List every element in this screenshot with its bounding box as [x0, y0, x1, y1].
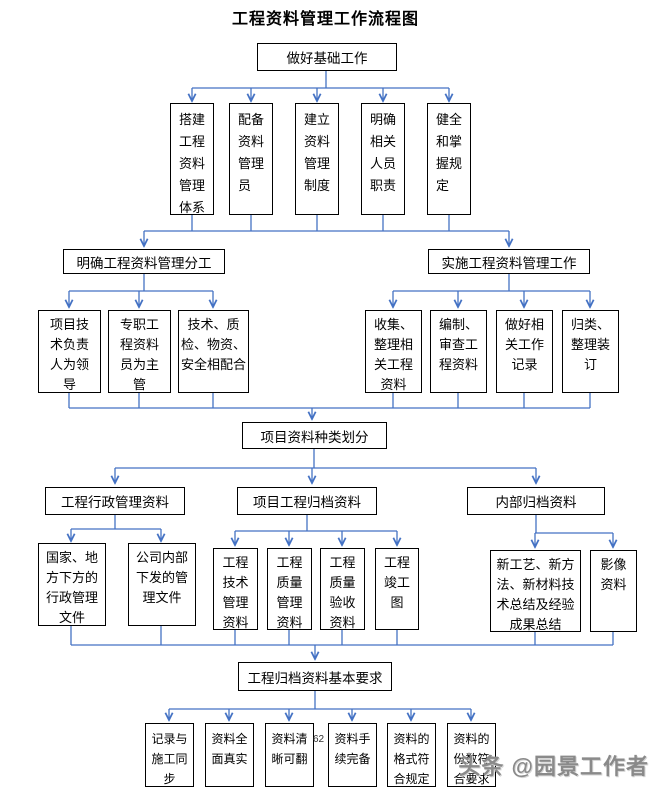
node-archive-doc-2: 工程质量管理资料 — [267, 548, 312, 630]
node-archive-doc-4: 工程竣工图 — [375, 548, 419, 630]
node-implementation: 实施工程资料管理工作 — [428, 249, 590, 274]
node-admin-doc-1: 国家、地方下方的行政管理文件 — [38, 543, 106, 626]
node-archive-doc-1: 工程技术管理资料 — [213, 548, 258, 630]
node-internal-doc-2: 影像资料 — [590, 550, 637, 632]
node-impl-item-2: 编制、审查工程资料 — [430, 310, 487, 393]
node-requirement-1: 记录与施工同步 — [145, 723, 194, 787]
node-basic-5: 健全和掌握规定 — [427, 103, 471, 215]
node-root: 做好基础工作 — [257, 43, 397, 71]
node-impl-item-3: 做好相关工作记录 — [496, 310, 553, 393]
node-basic-3: 建立资料管理制度 — [295, 103, 339, 215]
node-classification: 项目资料种类划分 — [242, 422, 387, 449]
diagram-title: 工程资料管理工作流程图 — [231, 11, 419, 28]
node-category-1: 工程行政管理资料 — [45, 487, 185, 515]
node-division-item-2: 专职工程资料员为主管 — [108, 310, 171, 393]
node-internal-doc-1: 新工艺、新方法、新材料技术总结及经验成果总结 — [490, 550, 581, 632]
node-requirement-4: 资料手续完备 — [328, 723, 377, 787]
node-basic-1: 搭建工程资料管理体系 — [170, 103, 214, 215]
node-impl-item-4: 归类、整理装订 — [562, 310, 619, 393]
page-number: 62 — [313, 734, 325, 745]
node-requirements: 工程归档资料基本要求 — [238, 662, 392, 691]
node-requirement-6: 资料的份数符合要求 — [447, 723, 496, 787]
node-admin-doc-2: 公司内部下发的管理文件 — [128, 543, 196, 626]
node-division: 明确工程资料管理分工 — [63, 249, 225, 274]
node-basic-4: 明确相关人员职责 — [361, 103, 405, 215]
node-category-2: 项目工程归档资料 — [237, 487, 377, 515]
node-requirement-3: 资料清晰可翻 — [265, 723, 314, 787]
node-archive-doc-3: 工程质量验收资料 — [320, 548, 365, 630]
node-division-item-1: 项目技术负责人为领导 — [38, 310, 101, 393]
node-requirement-2: 资料全面真实 — [205, 723, 254, 787]
node-division-item-3: 技术、质检、物资、安全相配合 — [178, 310, 249, 393]
node-category-3: 内部归档资料 — [467, 487, 605, 515]
node-requirement-5: 资料的格式符合规定 — [387, 723, 436, 787]
node-basic-2: 配备资料管理员 — [229, 103, 273, 215]
node-impl-item-1: 收集、整理相关工程资料 — [365, 310, 422, 393]
watermark: 头条 @园景工作者 — [458, 754, 649, 779]
